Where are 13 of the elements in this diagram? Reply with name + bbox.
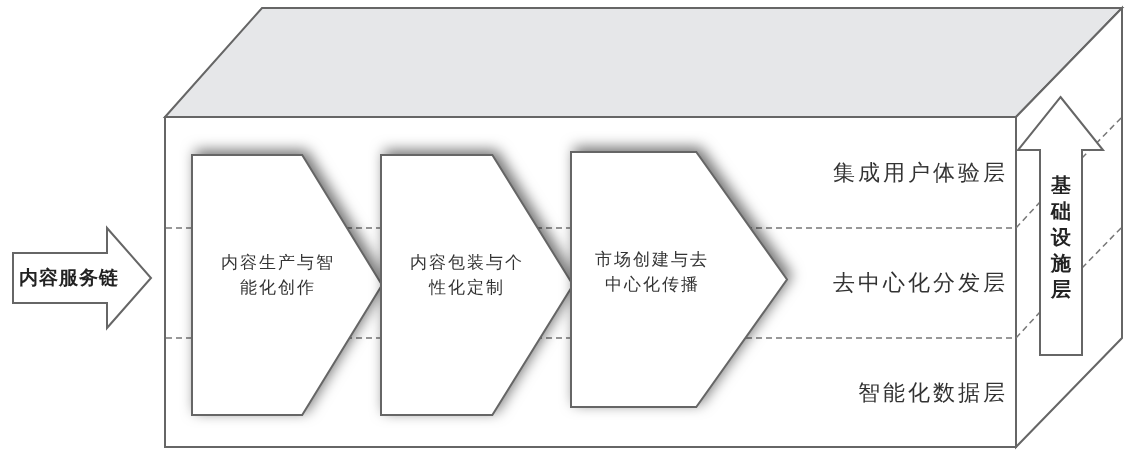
node-text: 基础设施层 (1049, 172, 1072, 303)
block-arrow (13, 228, 151, 328)
node-text: 内容服务链 (18, 265, 120, 291)
node-text: 内容包装与个性化定制 (409, 251, 525, 299)
chevron-box (571, 152, 787, 407)
node-text: 市场创建与去中心化传播 (594, 248, 710, 296)
chevron-box (192, 155, 382, 415)
node-text: 内容生产与智能化创作 (220, 251, 336, 299)
block-arrow (1018, 97, 1103, 355)
layer-label: 集成用户体验层 (833, 159, 1008, 187)
layer-label: 智能化数据层 (858, 379, 1008, 407)
layer-label: 去中心化分发层 (833, 269, 1008, 297)
chevron-box (381, 155, 573, 415)
